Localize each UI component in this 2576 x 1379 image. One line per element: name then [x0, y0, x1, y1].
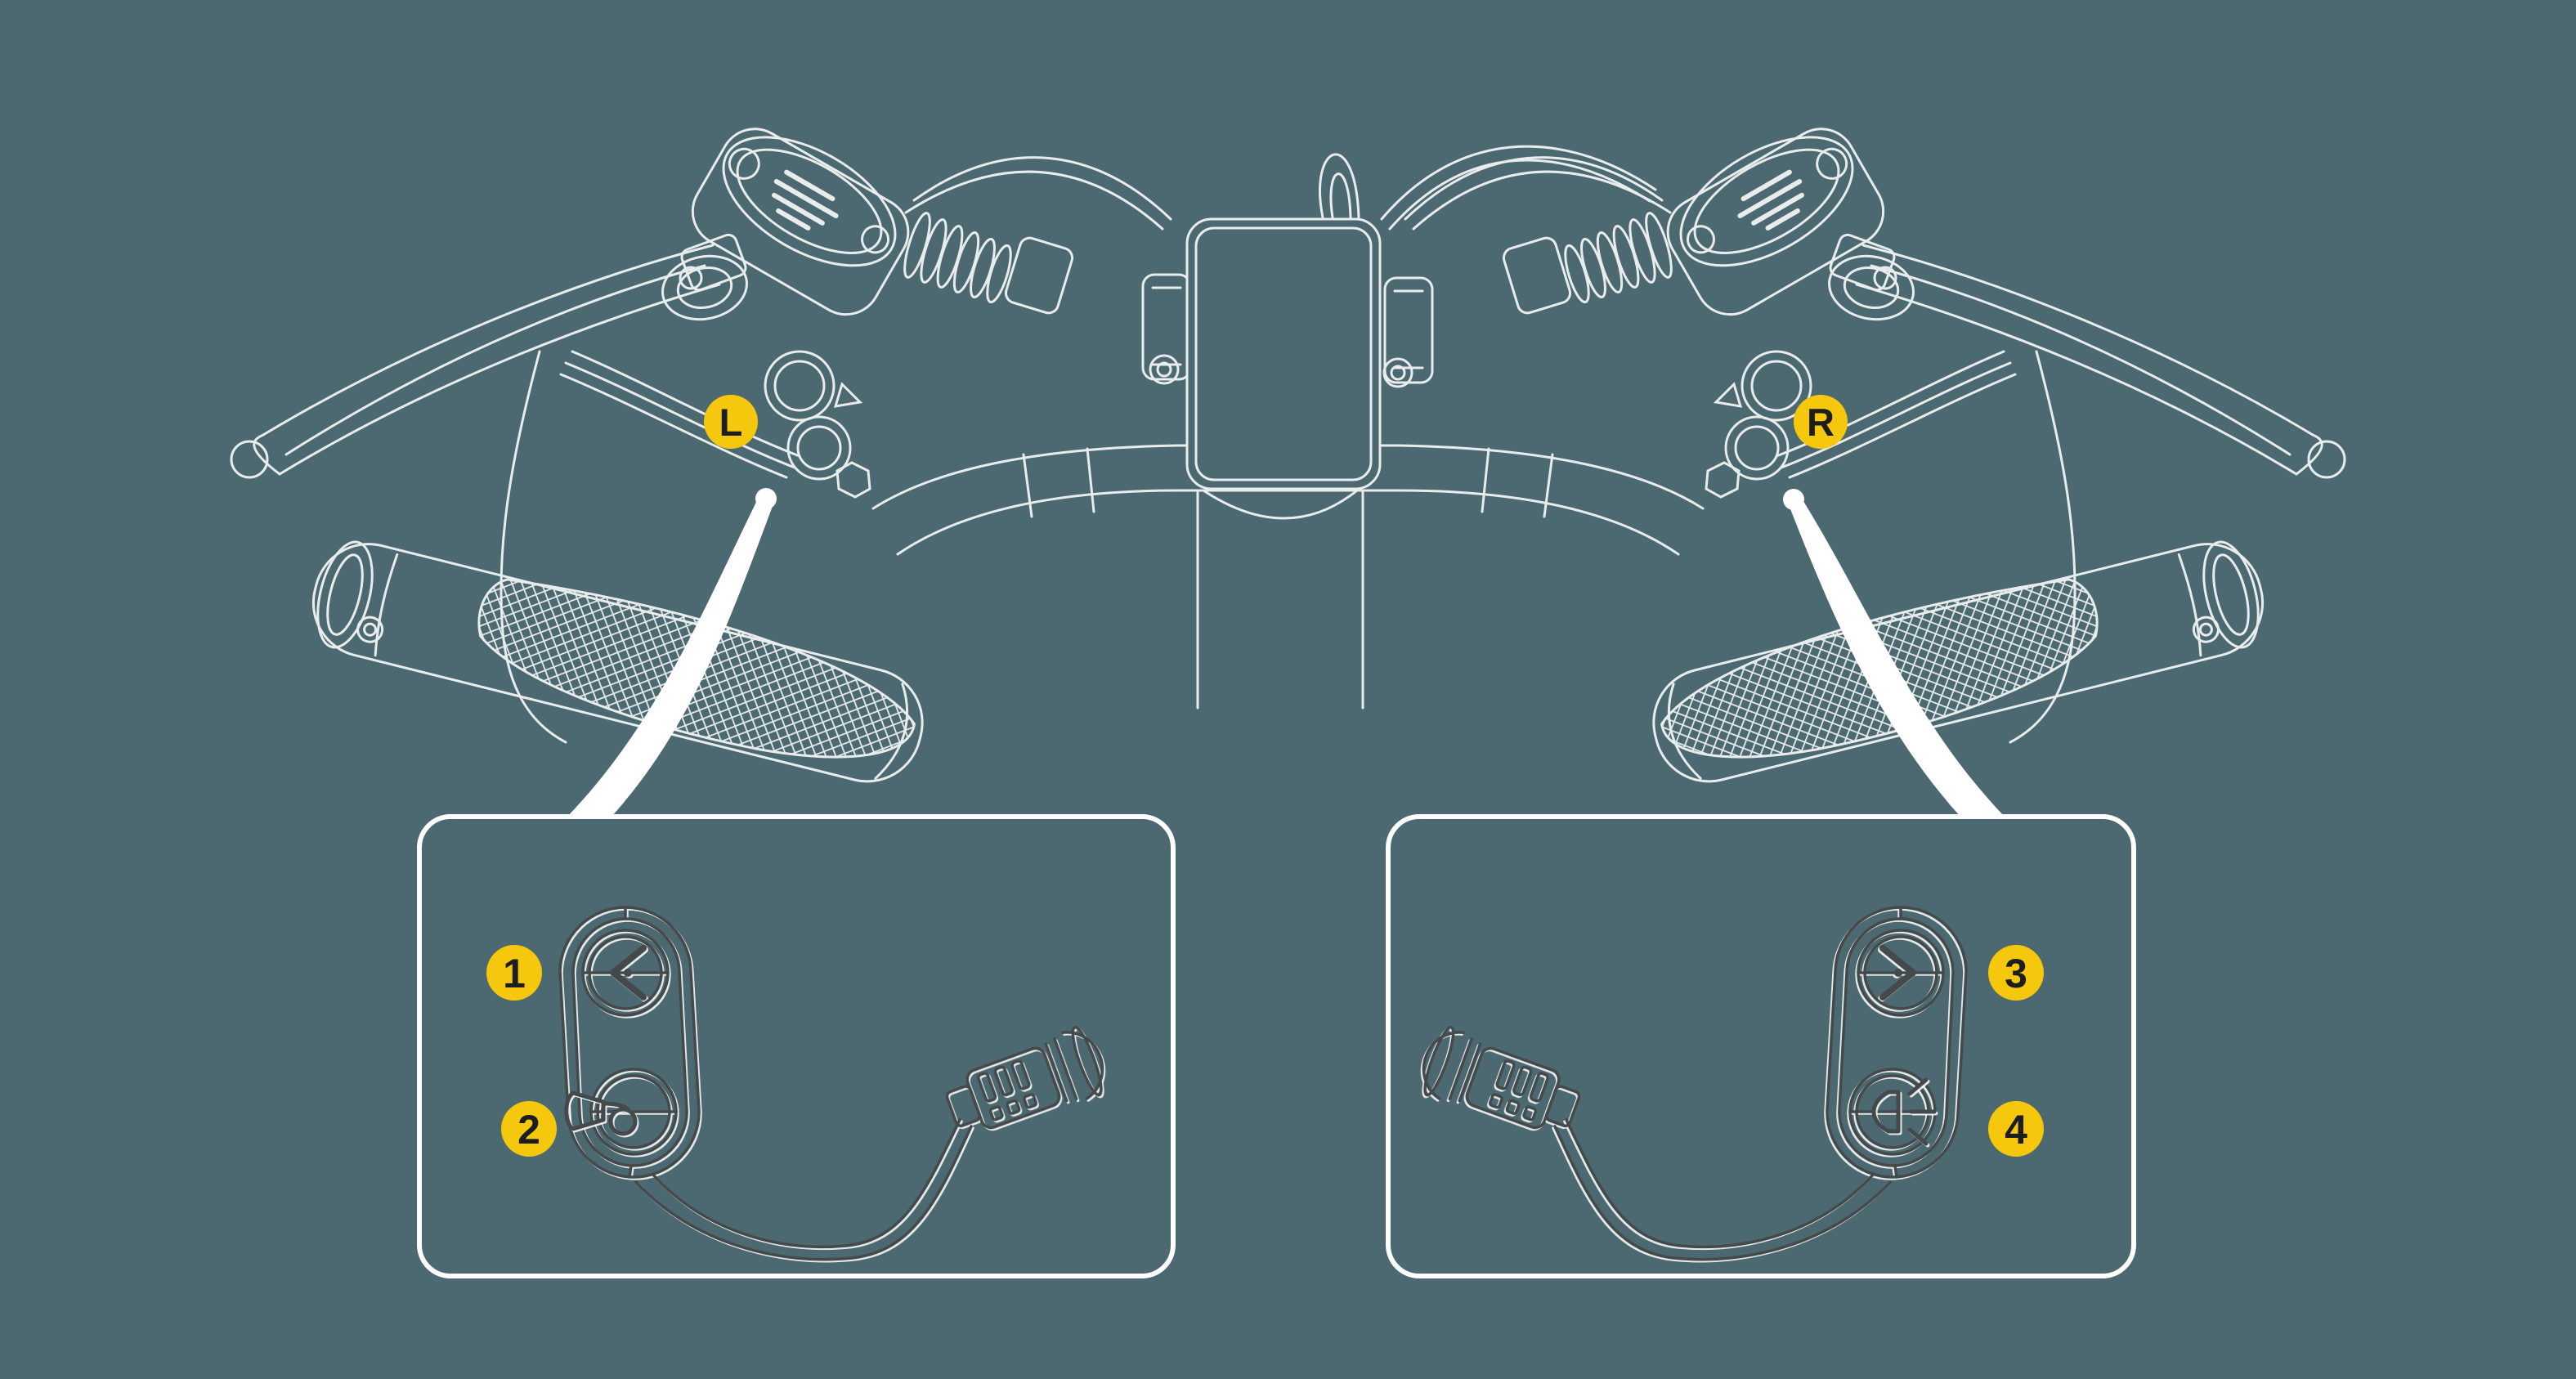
- display-screen: [1185, 217, 1382, 490]
- right-callout-box: [1386, 814, 2136, 1278]
- right-leader-line: [1783, 489, 2005, 817]
- display-mount-bracket-left: [1141, 273, 1192, 385]
- cable-loop: [1319, 153, 1360, 219]
- leader-lines: [567, 488, 2005, 817]
- left-callout-box: [417, 814, 1176, 1278]
- marker-R: R: [1794, 395, 1848, 449]
- marker-1: 1: [486, 945, 542, 1001]
- marker-3-label: 3: [2005, 951, 2027, 996]
- left-leader-line: [567, 488, 777, 817]
- callout-markers: L R 1 2 3 4: [486, 395, 2044, 1157]
- marker-3: 3: [1988, 945, 2044, 1001]
- handlebar-illustration: [231, 108, 2345, 793]
- marker-L-label: L: [719, 401, 743, 444]
- marker-4: 4: [1988, 1101, 2044, 1157]
- marker-R-label: R: [1807, 401, 1835, 444]
- marker-L: L: [704, 395, 758, 449]
- marker-1-label: 1: [503, 951, 526, 996]
- display-mount-bracket-right: [1382, 276, 1434, 388]
- marker-4-label: 4: [2005, 1107, 2027, 1153]
- marker-2: 2: [501, 1101, 557, 1157]
- center-display-assembly: [1141, 145, 1657, 710]
- marker-2-label: 2: [517, 1107, 540, 1153]
